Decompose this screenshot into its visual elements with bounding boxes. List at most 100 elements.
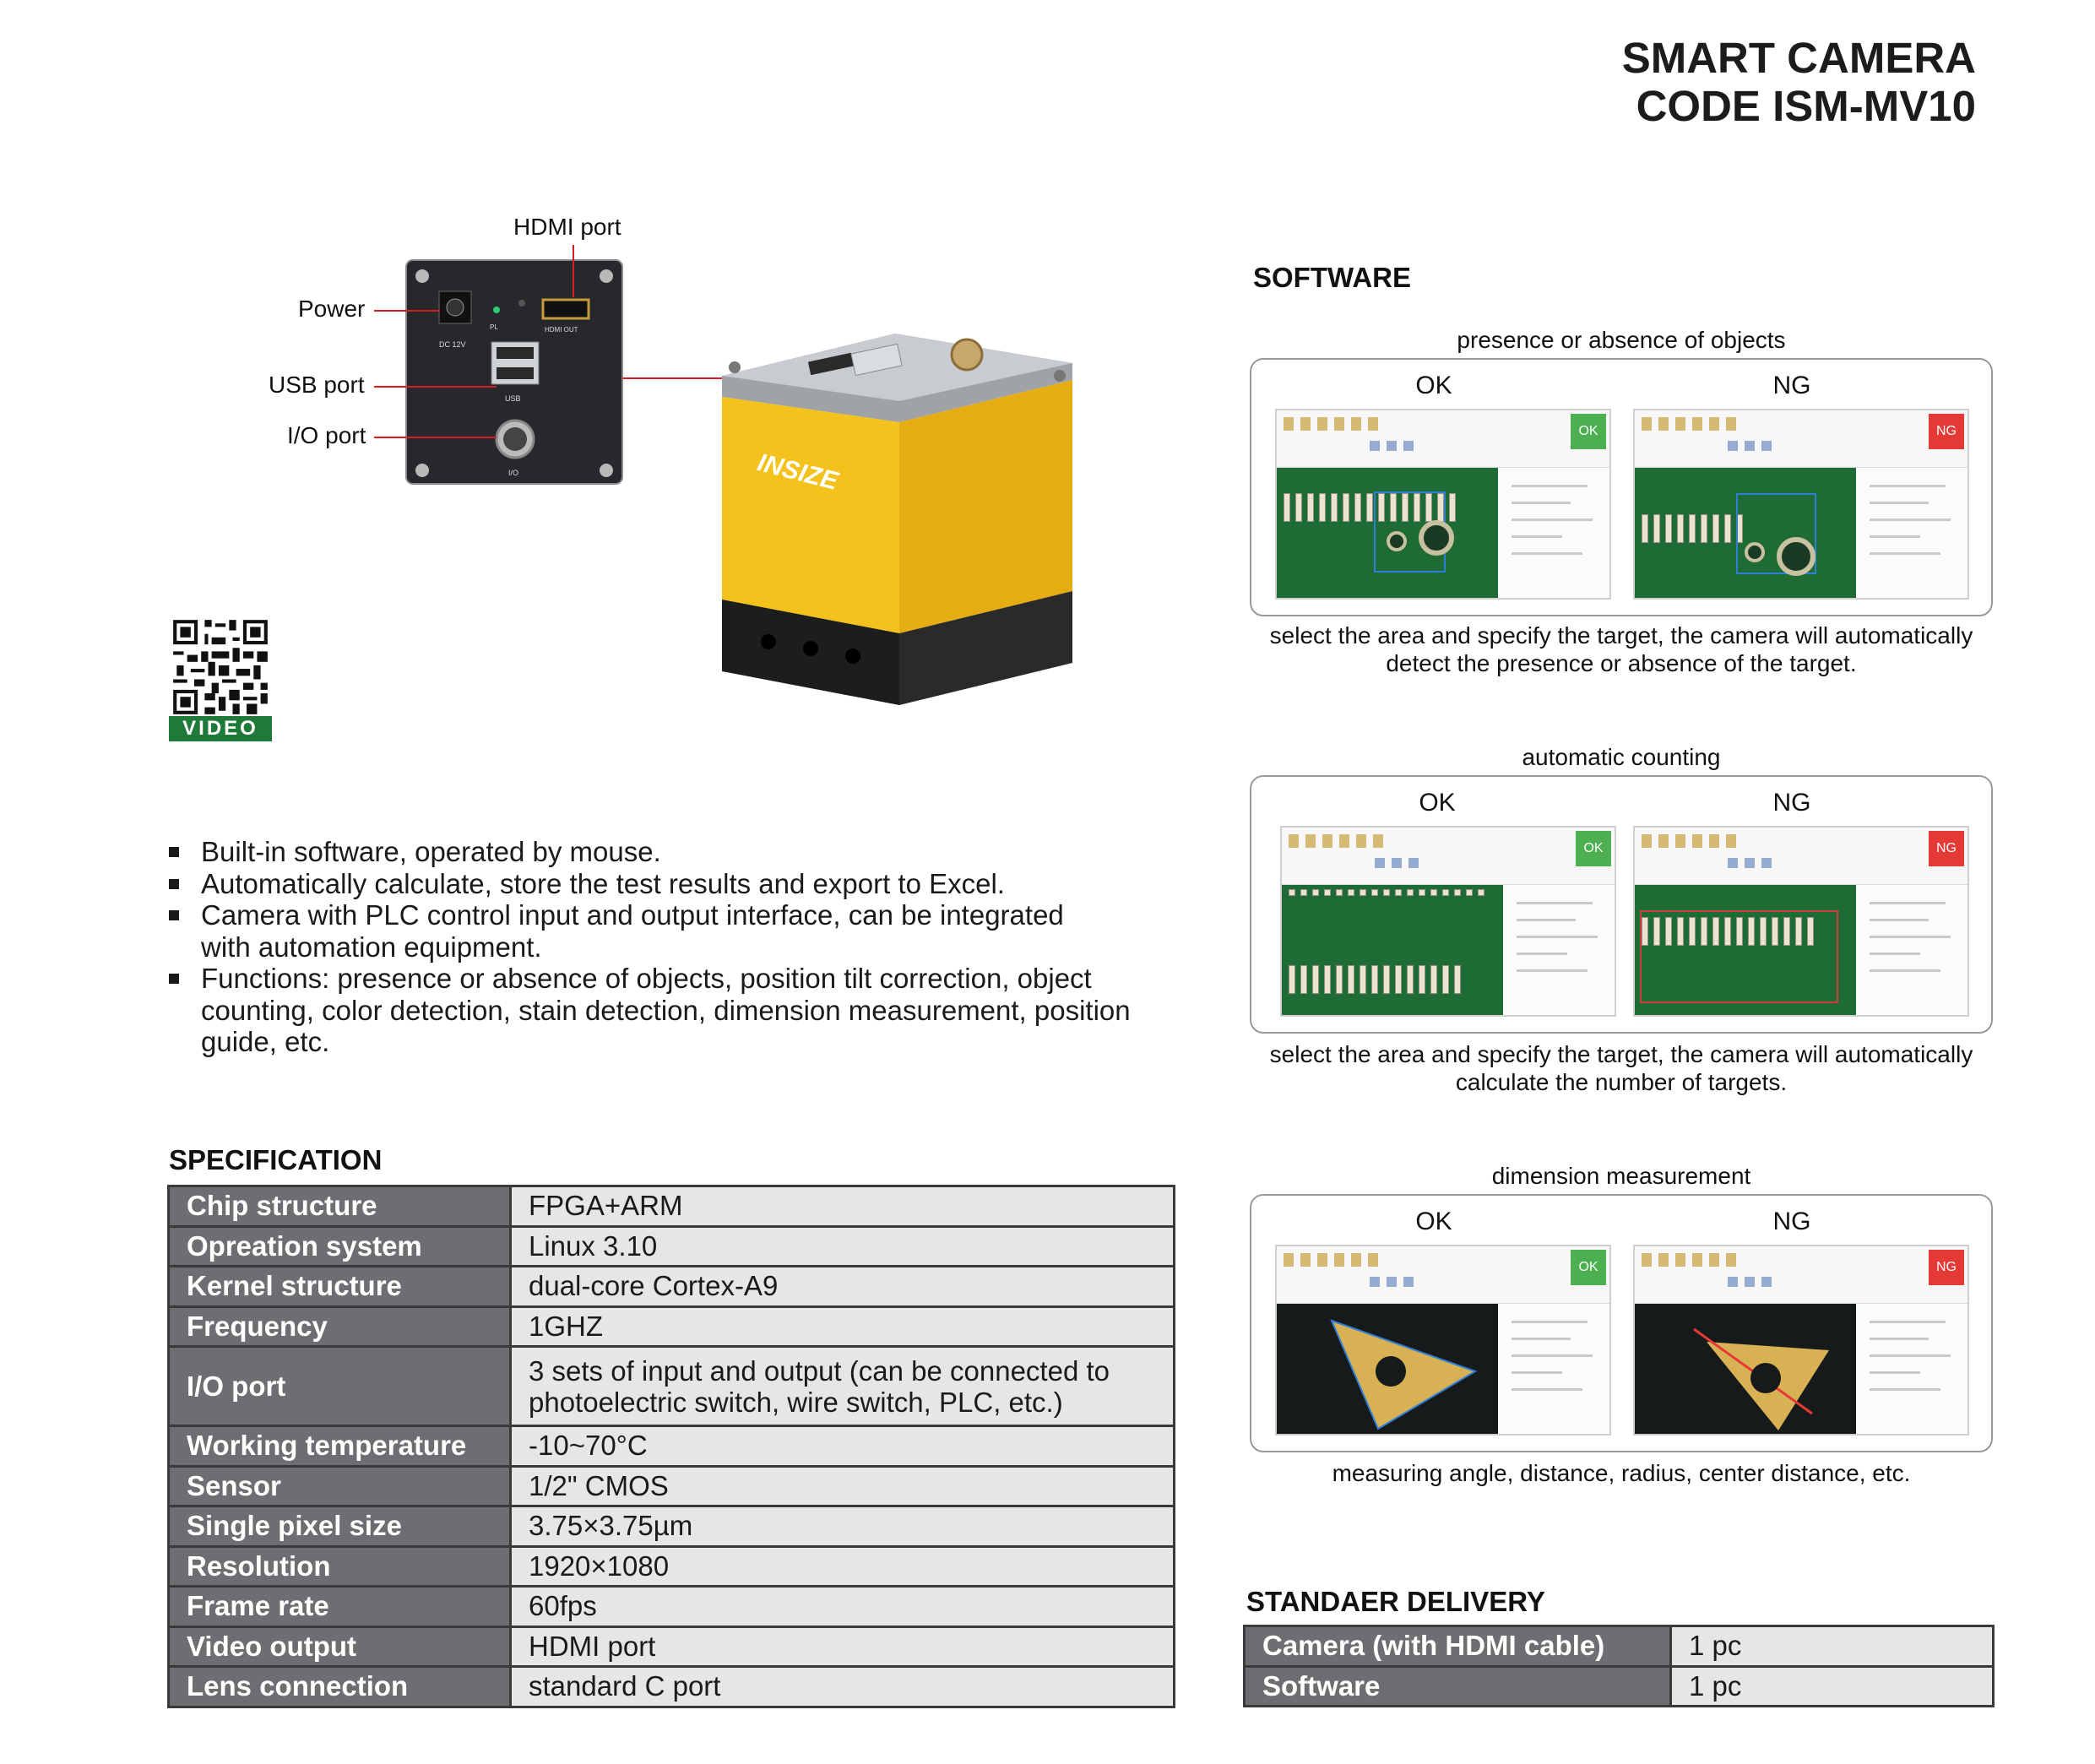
delivery-item: Software (1243, 1664, 1672, 1707)
qr-code-video[interactable]: VIDEO (169, 616, 272, 741)
spec-value: -10~70°C (509, 1425, 1175, 1468)
qr-code-icon (170, 616, 271, 718)
software-section-title: automatic counting (1522, 744, 1721, 770)
feature-list: Built-in software, operated by mouse. Au… (167, 836, 1180, 1058)
software-screenshot-ok: OK (1275, 409, 1611, 600)
pcb-image (1635, 468, 1856, 598)
software-example-box: OK NG OK NG (1250, 775, 1993, 1034)
ok-label: OK (1415, 1208, 1452, 1235)
software-section-caption: select the area and specify the target, … (1269, 1041, 1973, 1095)
ok-badge: OK (1571, 414, 1606, 449)
spec-key: Resolution (167, 1544, 512, 1588)
spec-row: Working temperature-10~70°C (167, 1425, 1175, 1468)
leader-io (374, 437, 497, 438)
delivery-heading: STANDAER DELIVERY (1246, 1586, 1545, 1617)
pcb-image (1635, 885, 1856, 1015)
spec-value: FPGA+ARM (509, 1185, 1175, 1228)
spec-value: standard C port (509, 1665, 1175, 1708)
pcb-image (1277, 468, 1498, 598)
spec-value: 60fps (509, 1585, 1175, 1628)
spec-value: 3.75×3.75µm (509, 1505, 1175, 1548)
insert-image (1277, 1304, 1498, 1434)
panel-usb-label: USB (505, 394, 521, 403)
ok-label: OK (1419, 789, 1456, 817)
panel-hdmi-out-label: HDMI OUT (545, 326, 578, 334)
delivery-row: Camera (with HDMI cable)1 pc (1243, 1625, 1995, 1668)
delivery-qty: 1 pc (1669, 1625, 1995, 1668)
software-section-title: dimension measurement (1491, 1163, 1751, 1189)
ng-label: NG (1772, 789, 1811, 817)
camera-back-panel-image: DC 12V PL HDMI OUT USB I/O (405, 259, 623, 485)
software-screenshot-ng: NG (1633, 1245, 1969, 1436)
spec-value: HDMI port (509, 1625, 1175, 1668)
panel-dc-label: DC 12V (439, 340, 466, 349)
ng-badge: NG (1929, 1250, 1964, 1285)
spec-key: I/O port (167, 1345, 512, 1427)
title-line-2: CODE ISM-MV10 (1636, 82, 1976, 130)
spec-key: Single pixel size (167, 1505, 512, 1548)
qr-video-label: VIDEO (169, 716, 272, 741)
software-screenshot-ok: OK (1275, 1245, 1611, 1436)
feature-item: Camera with PLC control input and output… (167, 899, 1096, 963)
leader-usb (374, 386, 497, 388)
spec-value: 1920×1080 (509, 1544, 1175, 1588)
spec-key: Chip structure (167, 1185, 512, 1228)
spec-key: Lens connection (167, 1665, 512, 1708)
software-screenshot-ng: NG (1633, 409, 1969, 600)
leader-power (374, 310, 440, 312)
feature-item: Built-in software, operated by mouse. (167, 836, 1180, 868)
delivery-qty: 1 pc (1669, 1664, 1995, 1707)
spec-key: Working temperature (167, 1425, 512, 1468)
ng-label: NG (1772, 372, 1811, 399)
callout-power: Power (298, 296, 366, 322)
ng-label: NG (1772, 1208, 1811, 1235)
spec-value: 3 sets of input and output (can be conne… (509, 1345, 1175, 1427)
software-example-box: OK NG OK NG (1250, 358, 1993, 616)
camera-product-image: INSIZE (722, 334, 1072, 705)
spec-key: Frame rate (167, 1585, 512, 1628)
software-screenshot-ng: NG (1633, 826, 1969, 1017)
insert-image (1635, 1304, 1856, 1434)
feature-item: Functions: presence or absence of object… (167, 963, 1138, 1058)
software-example-box: OK NG OK NG (1250, 1194, 1993, 1452)
software-section-title: presence or absence of objects (1457, 327, 1786, 353)
spec-value: 1/2" CMOS (509, 1464, 1175, 1507)
ok-label: OK (1415, 372, 1452, 399)
leader-hdmi (573, 245, 574, 297)
callout-io-port: I/O port (287, 422, 366, 448)
software-section-caption: measuring angle, distance, radius, cente… (1332, 1460, 1911, 1486)
ng-badge: NG (1929, 831, 1964, 866)
callout-hdmi-port: HDMI port (513, 214, 621, 240)
ok-badge: OK (1571, 1250, 1606, 1285)
specification-heading: SPECIFICATION (169, 1144, 383, 1175)
delivery-item: Camera (with HDMI cable) (1243, 1625, 1672, 1668)
software-section-caption: select the area and specify the target, … (1269, 622, 1973, 676)
software-heading: SOFTWARE (1253, 262, 1411, 293)
page-title: SMART CAMERA CODE ISM-MV10 (1622, 34, 1976, 130)
feature-item: Automatically calculate, store the test … (167, 868, 1180, 900)
spec-key: Opreation system (167, 1224, 512, 1267)
spec-value: Linux 3.10 (509, 1224, 1175, 1267)
spec-key: Video output (167, 1625, 512, 1668)
pcb-image (1282, 885, 1503, 1015)
spec-key: Frequency (167, 1305, 512, 1348)
ng-badge: NG (1929, 414, 1964, 449)
panel-pl-label: PL (490, 323, 498, 331)
title-line-1: SMART CAMERA (1621, 34, 1976, 82)
ok-badge: OK (1576, 831, 1611, 866)
spec-key: Sensor (167, 1464, 512, 1507)
